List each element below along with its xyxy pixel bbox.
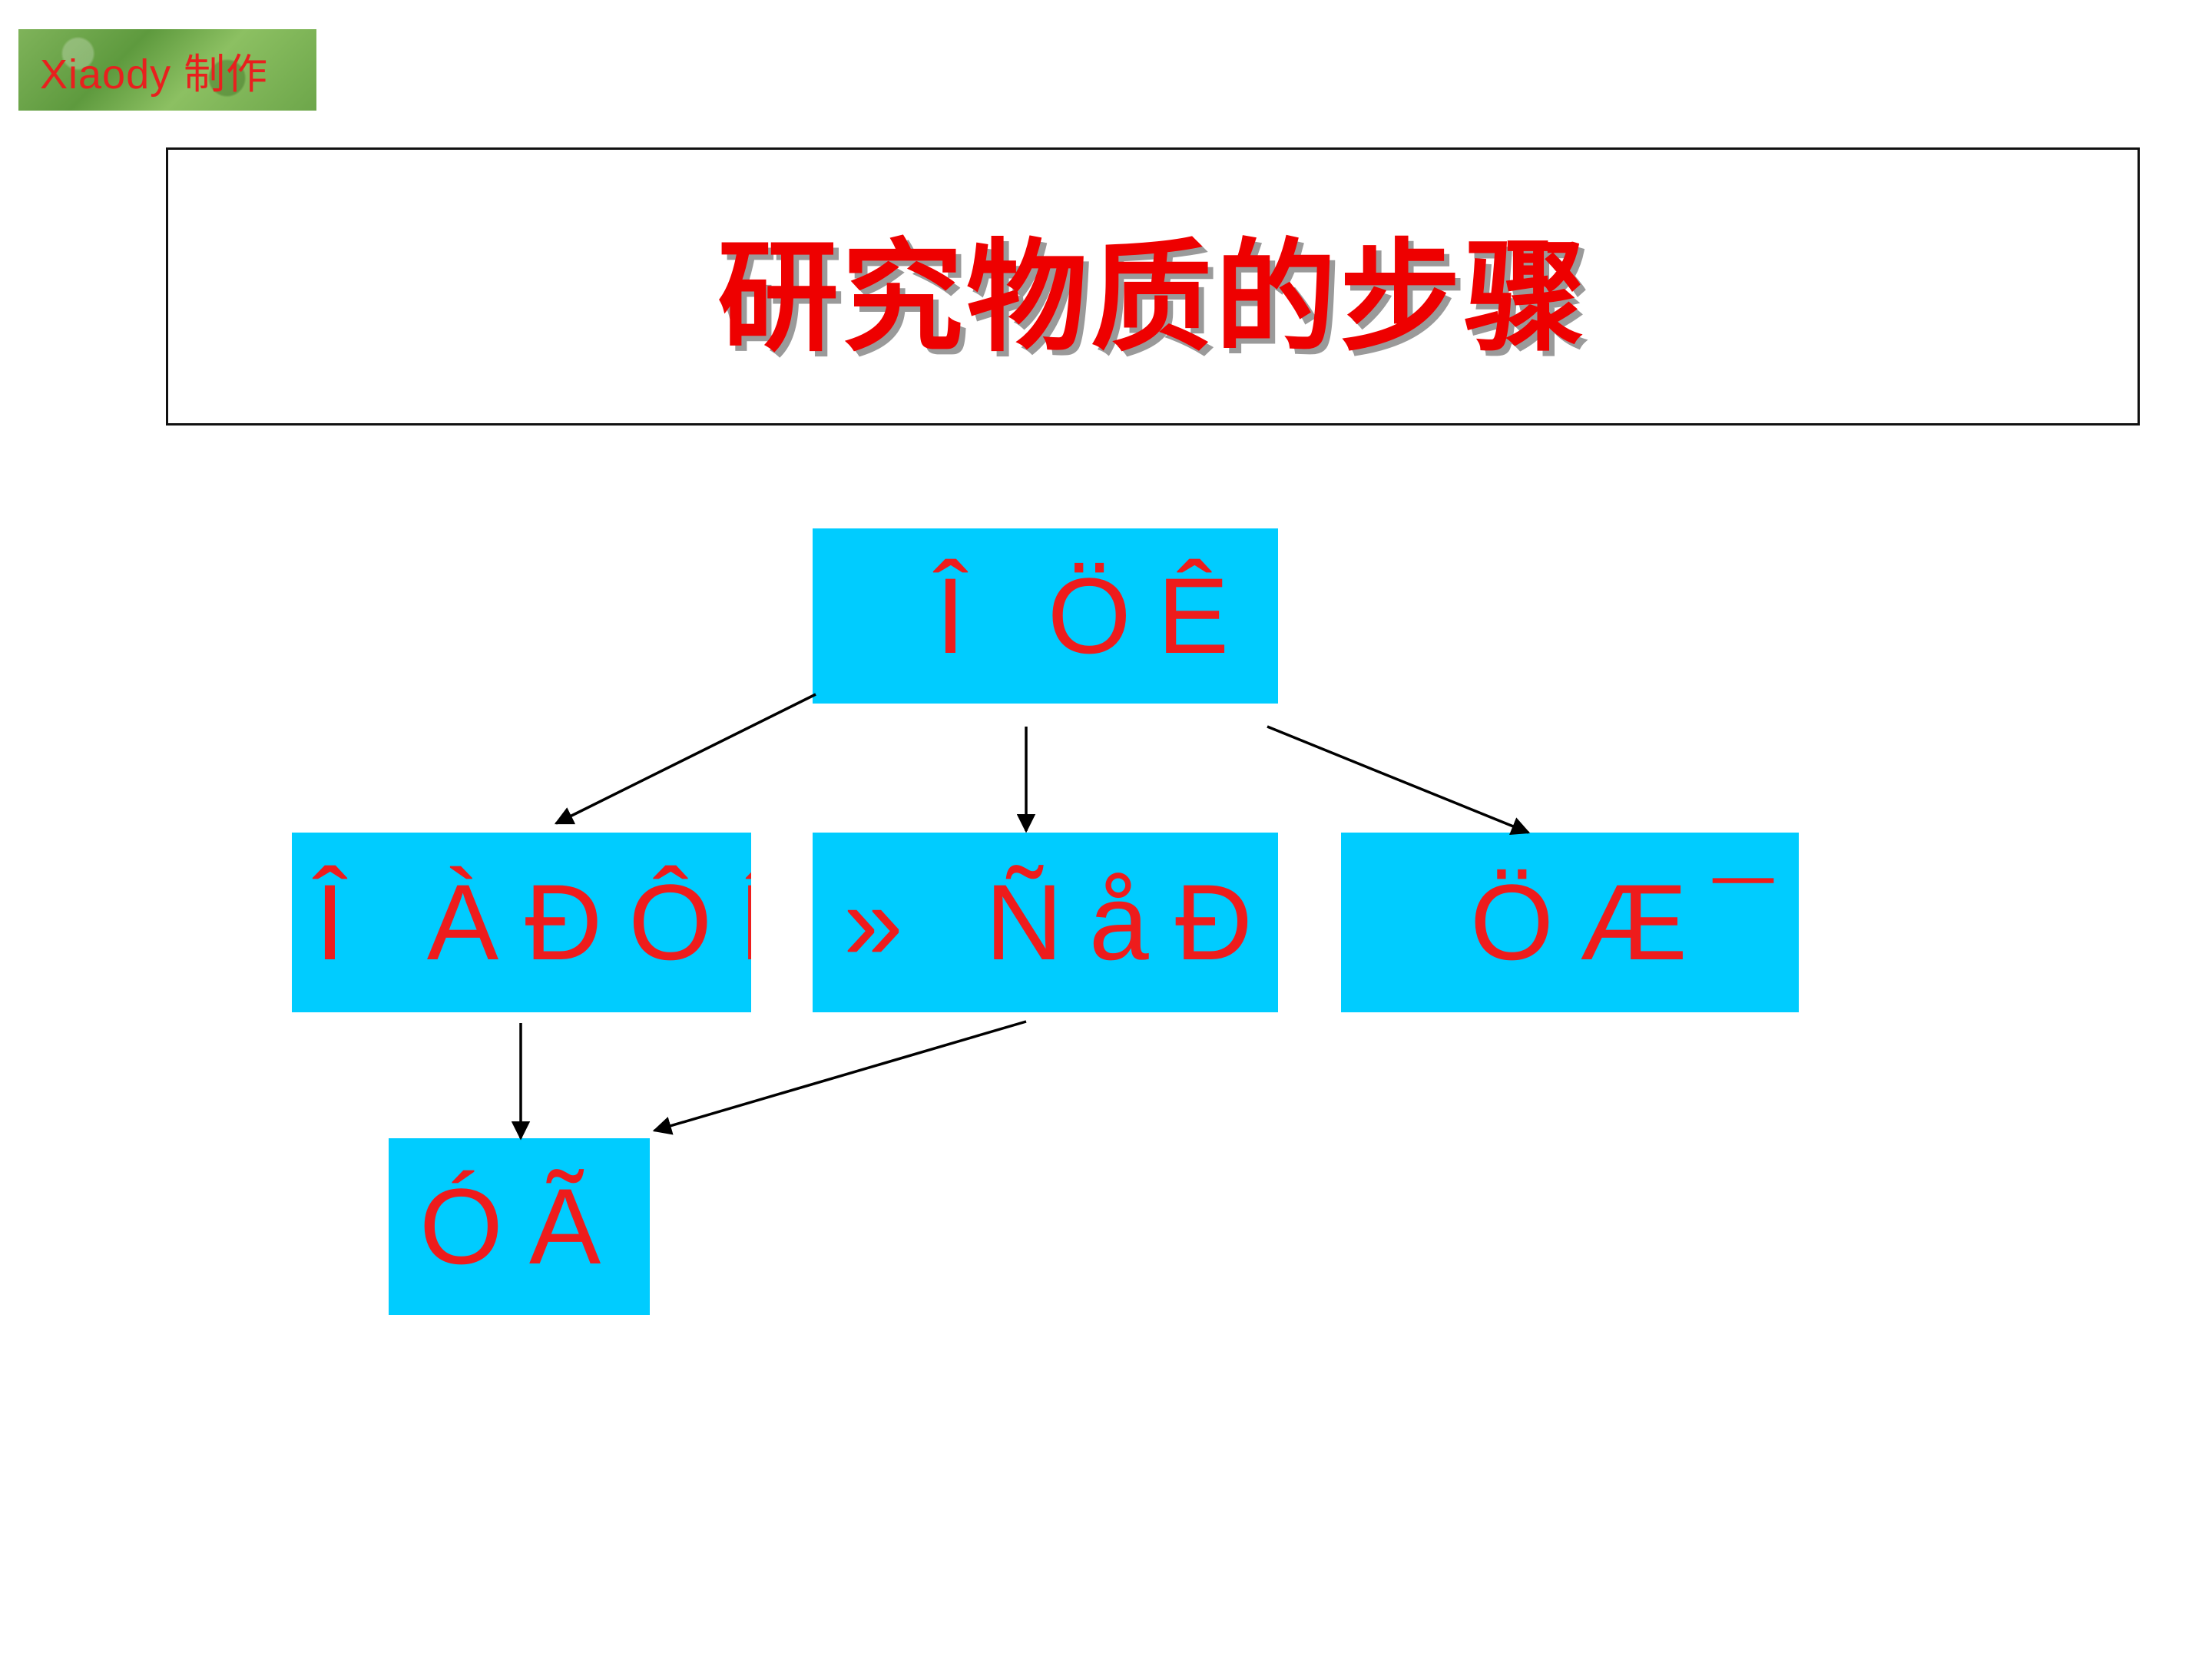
node-middle-label: » ÑåÐÔÍ bbox=[843, 862, 1278, 982]
logo-text: Xiaody 制作 bbox=[40, 51, 269, 98]
diagram-node-bottom: ÓÃ ³ bbox=[389, 1138, 650, 1315]
diagram-node-right: ÖÆ¯ bbox=[1341, 833, 1799, 1012]
node-bottom-label: ÓÃ ³ bbox=[419, 1166, 650, 1286]
title-box: 研究物质的步骤 bbox=[166, 147, 2140, 426]
logo-badge: Xiaody 制作 bbox=[18, 29, 316, 111]
page-title: 研究物质的步骤 bbox=[717, 227, 1588, 369]
diagram-node-left: Î ÀÐÔÍ bbox=[292, 833, 751, 1012]
arrow-root-to-left bbox=[554, 693, 816, 825]
node-root-label: Î ÖÊ bbox=[935, 555, 1256, 676]
diagram-node-middle: » ÑåÐÔÍ bbox=[813, 833, 1278, 1012]
arrow-middle-to-bottom bbox=[652, 1020, 1027, 1135]
node-left-label: Î ÀÐÔÍ bbox=[315, 862, 751, 982]
node-right-label: ÖÆ¯ bbox=[1470, 862, 1799, 982]
arrow-root-to-right bbox=[1267, 725, 1531, 836]
diagram-node-root: Î ÖÊ bbox=[813, 528, 1278, 704]
